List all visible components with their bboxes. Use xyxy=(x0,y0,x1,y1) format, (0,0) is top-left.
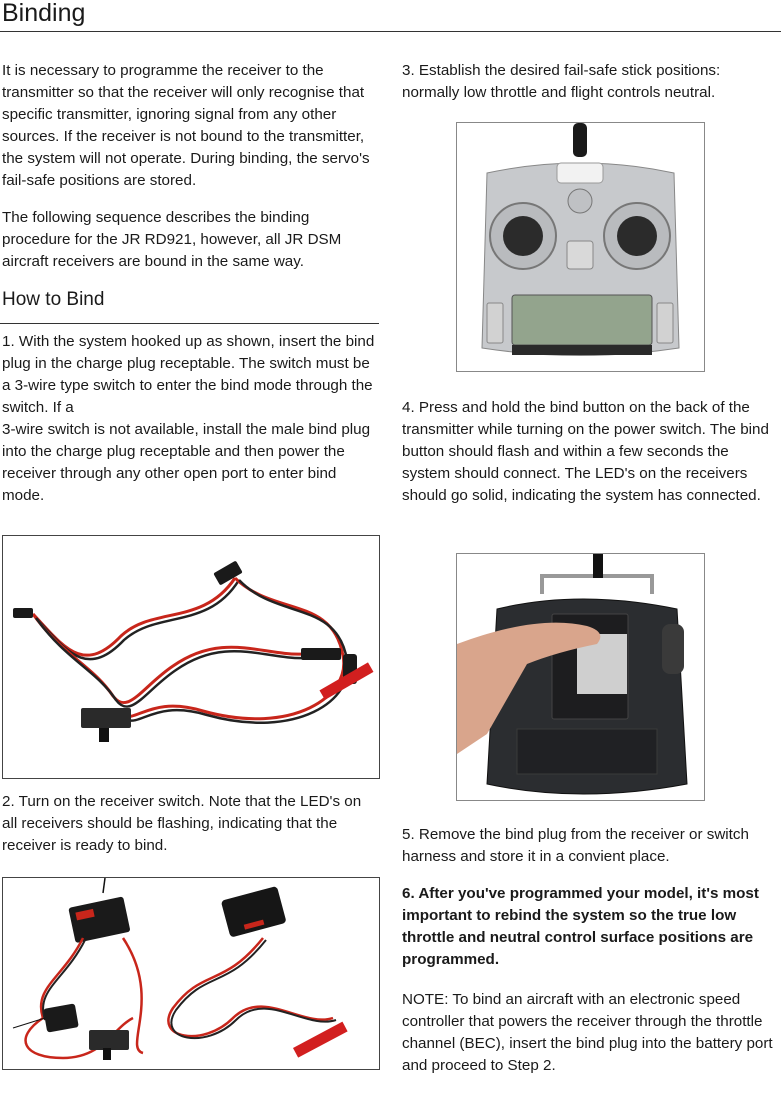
section-divider xyxy=(0,323,379,324)
step-6-text: 6. After you've programmed your model, i… xyxy=(402,885,759,968)
receivers-photo xyxy=(2,877,380,1070)
transmitter-back-photo xyxy=(456,553,705,801)
switch-harness-photo xyxy=(2,535,380,779)
step-1-text: 1. With the system hooked up as shown, i… xyxy=(2,333,375,504)
transmitter-front-photo xyxy=(456,122,705,372)
step-5-block: 5. Remove the bind plug from the receive… xyxy=(402,824,780,868)
step-4-text: 4. Press and hold the bind button on the… xyxy=(402,399,769,504)
note-text: NOTE: To bind an aircraft with an electr… xyxy=(402,991,773,1074)
note-block: NOTE: To bind an aircraft with an electr… xyxy=(402,989,780,1077)
intro-paragraph: It is necessary to programme the receive… xyxy=(2,62,370,189)
step-2-block: 2. Turn on the receiver switch. Note tha… xyxy=(2,791,380,857)
step-6-block: 6. After you've programmed your model, i… xyxy=(402,883,780,971)
intro-paragraph-2: The following sequence describes the bin… xyxy=(2,209,342,270)
step-4-block: 4. Press and hold the bind button on the… xyxy=(402,397,780,507)
step-3-block: 3. Establish the desired fail-safe stick… xyxy=(402,60,780,104)
step-1-block: 1. With the system hooked up as shown, i… xyxy=(2,331,380,507)
title-divider xyxy=(0,31,781,32)
step-2-text: 2. Turn on the receiver switch. Note tha… xyxy=(2,793,362,854)
step-3-text: 3. Establish the desired fail-safe stick… xyxy=(402,62,721,101)
left-column-intro: It is necessary to programme the receive… xyxy=(2,60,380,273)
page-title: Binding xyxy=(2,0,86,27)
step-5-text: 5. Remove the bind plug from the receive… xyxy=(402,826,749,865)
section-heading: How to Bind xyxy=(2,289,105,310)
